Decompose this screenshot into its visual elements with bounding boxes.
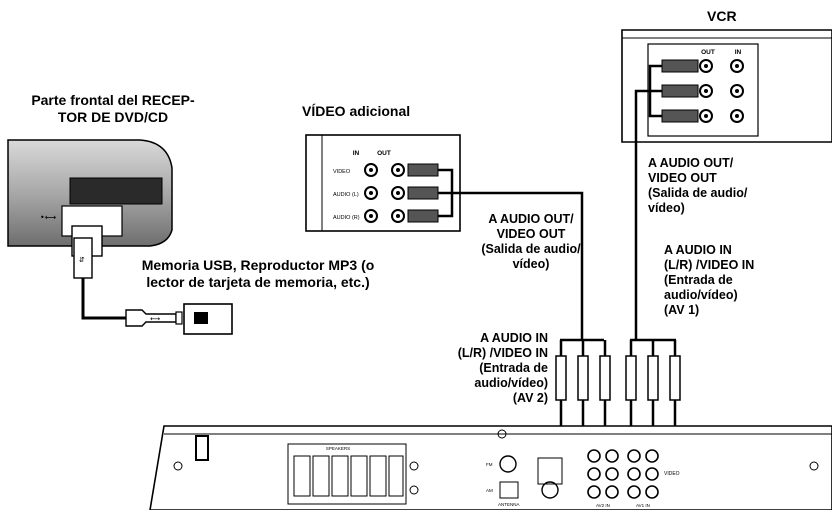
- vcr-out-line-3: (Salida de audio/: [648, 186, 748, 200]
- am-label: AM: [486, 488, 493, 493]
- av2-in-line-1: A AUDIO IN: [480, 331, 548, 345]
- antenna-label: ANTENNA: [498, 502, 520, 507]
- extra-in-label: IN: [353, 150, 360, 157]
- receiver-front-label: Parte frontal del RECEP- TOR DE DVD/CD: [18, 92, 208, 126]
- av1-in-line-1: A AUDIO IN: [664, 243, 732, 257]
- usb-device-label: Memoria USB, Reproductor MP3 (o lector d…: [108, 257, 408, 291]
- svg-text:⇵: ⇵: [79, 256, 85, 264]
- extra-video-title: VÍDEO adicional: [302, 103, 411, 119]
- av1-in-line-2: (L/R) /VIDEO IN: [664, 258, 755, 272]
- receiver-front-line-2: TOR DE DVD/CD: [57, 109, 169, 125]
- av1-in-label: A AUDIO IN (L/R) /VIDEO IN (Entrada de a…: [664, 243, 754, 318]
- av2-in-line-2: (L/R) /VIDEO IN: [457, 346, 548, 360]
- fm-label: FM: [486, 462, 493, 467]
- vcr-out-line-4: vídeo): [648, 201, 685, 215]
- av1-in-port-label: AV1 IN: [636, 503, 650, 508]
- extra-out-label: OUT: [377, 150, 391, 157]
- av2-in-line-5: (AV 2): [512, 391, 548, 405]
- vcr-out-line-1: A AUDIO OUT/: [648, 156, 734, 170]
- av1-in-line-3: (Entrada de: [664, 273, 733, 287]
- extra-audio-l-row-label: AUDIO (L): [333, 192, 359, 198]
- vcr-out-label: A AUDIO OUT/ VIDEO OUT (Salida de audio/…: [648, 156, 747, 216]
- vcr-out-col-label: OUT: [701, 49, 715, 56]
- svg-text:⟷: ⟷: [150, 316, 160, 323]
- usb-device-line-1: Memoria USB, Reproductor MP3 (o: [141, 257, 375, 273]
- av1-in-line-5: (AV 1): [664, 303, 700, 317]
- vcr-in-col-label: IN: [735, 49, 742, 56]
- extra-video-row-label: VIDEO: [333, 169, 351, 175]
- av1-in-line-4: audio/vídeo): [664, 288, 738, 302]
- extra-out-line-2: VIDEO OUT: [496, 227, 566, 241]
- receiver-front-line-1: Parte frontal del RECEP-: [31, 92, 195, 108]
- extra-video-device: IN OUT VIDEO AUDIO (L) AUDIO (R): [305, 134, 461, 232]
- av2-in-line-3: (Entrada de: [479, 361, 548, 375]
- extra-audio-r-row-label: AUDIO (R): [333, 215, 360, 221]
- usb-device-line-2: lector de tarjeta de memoria, etc.): [146, 274, 370, 290]
- vcr-out-line-2: VIDEO OUT: [648, 171, 717, 185]
- vcr-device: OUT IN: [621, 29, 832, 143]
- usb-memory-device: [183, 303, 233, 335]
- video-port-tag: VIDEO: [664, 471, 680, 477]
- av2-in-port-label: AV2 IN: [596, 503, 610, 508]
- extra-out-line-3: (Salida de audio/: [481, 242, 581, 256]
- extra-out-label: A AUDIO OUT/ VIDEO OUT (Salida de audio/…: [474, 212, 588, 272]
- extra-out-line-1: A AUDIO OUT/: [488, 212, 574, 226]
- av2-in-label: A AUDIO IN (L/R) /VIDEO IN (Entrada de a…: [436, 331, 548, 406]
- av2-in-line-4: audio/vídeo): [474, 376, 548, 390]
- speakers-label: SPEAKERS: [326, 446, 350, 451]
- receiver-rear-panel: SPEAKERS FM AM ANTENNA AV2 IN AV1 IN VID…: [149, 425, 832, 510]
- vcr-title: VCR: [707, 8, 737, 24]
- usb-cable: ⇵ ⟷: [73, 237, 183, 327]
- rca-plugs: [555, 355, 681, 401]
- svg-text:•⟷: •⟷: [40, 213, 57, 222]
- extra-out-line-4: vídeo): [512, 257, 550, 271]
